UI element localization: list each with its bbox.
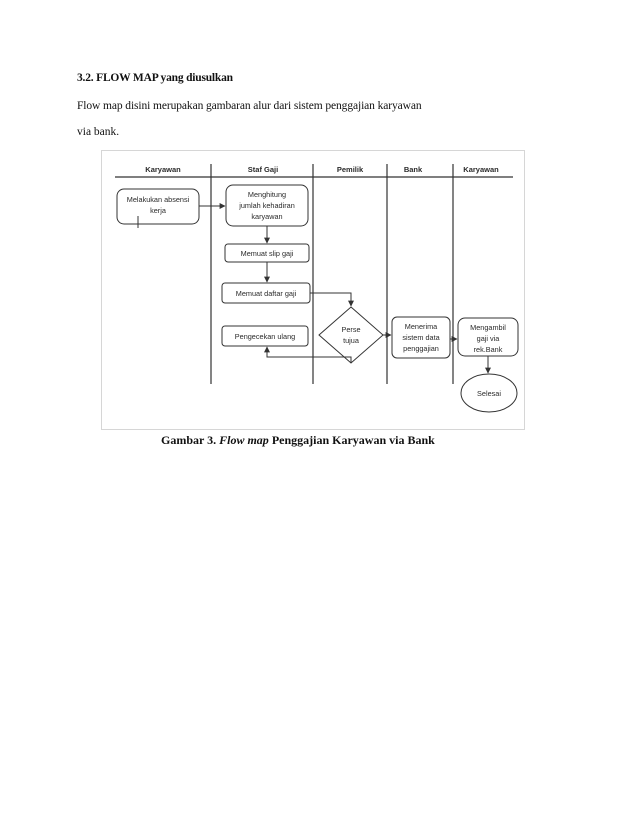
caption-suffix: Penggajian Karyawan via Bank [268,433,435,447]
node-absensi-line-1: Melakukan absensi [127,195,190,204]
node-menerima-line-3: penggajian [403,344,439,353]
node-selesai [460,373,518,413]
caption-emphasis: Flow map [219,433,269,447]
node-menghitung-line-3: karyawan [251,212,282,221]
figure-caption: Gambar 3. Flow map Penggajian Karyawan v… [161,433,435,448]
node-menghitung-line-2: jumlah kehadiran [238,201,295,210]
node-mengambil-line-3: rek.Bank [474,345,503,354]
section-heading: 3.2. FLOW MAP yang diusulkan [77,72,233,84]
node-persetujuan-line-1: Perse [341,325,360,334]
lane-label-karyawan: Karyawan [145,165,181,174]
node-menerima-line-1: Menerima [405,322,438,331]
paragraph-line-1: Flow map disini merupakan gambaran alur … [77,100,422,112]
caption-prefix: Gambar 3. [161,433,220,447]
lane-label-karyawan-2: Karyawan [463,165,499,174]
arrow-daftar-to-persetujuan [310,292,354,307]
lane-label-bank: Bank [404,165,423,174]
node-selesai-label: Selesai [477,389,501,398]
node-pengecekan-label: Pengecekan ulang [235,332,295,341]
arrow-persetujuan-to-pengecekan [264,346,352,363]
node-mengambil-line-2: gaji via [477,334,501,343]
node-menerima-line-2: sistem data [402,333,440,342]
node-menerima [391,316,451,359]
lane-label-pemilik: Pemilik [337,165,364,174]
flow-map-diagram: Karyawan Staf Gaji Pemilik Bank Karyawan… [101,150,525,430]
flow-map-figure: Karyawan Staf Gaji Pemilik Bank Karyawan… [101,150,525,430]
node-daftar-gaji-label: Memuat daftar gaji [236,289,297,298]
node-pengecekan [221,325,309,347]
node-persetujuan-line-2: tujua [343,336,360,345]
paragraph-line-2: via bank. [77,126,120,138]
node-mengambil-line-1: Mengambil [470,323,506,332]
lane-label-staf-gaji: Staf Gaji [248,165,278,174]
node-absensi-line-2: kerja [150,206,167,215]
node-slip-gaji-label: Memuat slip gaji [241,249,294,258]
node-menghitung-line-1: Menghitung [248,190,286,199]
